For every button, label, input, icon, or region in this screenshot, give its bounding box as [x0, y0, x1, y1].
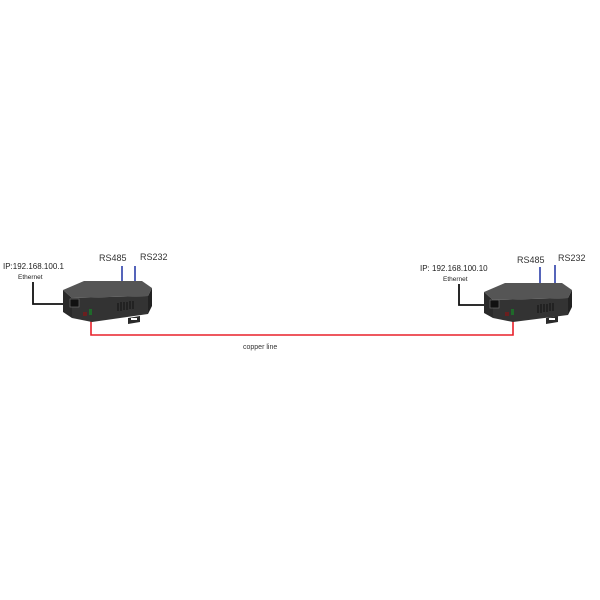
ip-label-right: IP: 192.168.100.10 [420, 264, 488, 273]
device-left [32, 266, 152, 324]
ip-label-left: IP:192.168.100.1 [3, 262, 64, 271]
ethernet-label-left: Ethernet [18, 274, 43, 281]
copper-line [90, 314, 514, 336]
ethernet-cable-left [32, 282, 74, 305]
ethernet-cable-right [458, 284, 493, 306]
copper-line-label: copper line [243, 344, 278, 351]
rs232-label-right: RS232 [558, 253, 586, 263]
ethernet-label-right: Ethernet [443, 276, 468, 283]
rs485-label-right: RS485 [517, 255, 545, 265]
rs485-label-left: RS485 [99, 253, 127, 263]
rs232-label-left: RS232 [140, 252, 168, 262]
device-right [458, 265, 572, 324]
